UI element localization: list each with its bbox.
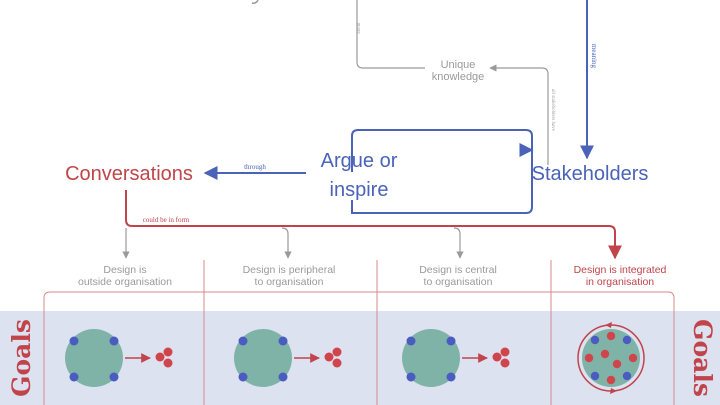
organisation-icon (402, 329, 510, 387)
red-dot (324, 352, 334, 362)
red-dot (612, 359, 622, 369)
edge-label-stakeholders-have: all stakeholders have (550, 89, 555, 132)
node-unique-knowledge-line1: Unique (441, 59, 476, 71)
edge-argue-stakeholders-loop (351, 129, 533, 214)
cycle-arrow-icon (605, 322, 612, 328)
organisation-circle (234, 329, 292, 387)
node-stakeholders: Stakeholders (532, 163, 649, 185)
red-dot (155, 352, 165, 362)
blue-dot (69, 336, 79, 346)
category-label-line2: to organisation (424, 276, 493, 288)
edge-label-through: through (244, 163, 266, 171)
red-dot (584, 353, 594, 363)
red-dot (332, 347, 342, 357)
red-dot (500, 358, 510, 368)
category-label-line1: Design is central (419, 264, 497, 276)
red-dot (163, 358, 173, 368)
blue-dot (109, 336, 119, 346)
blue-dot (446, 372, 456, 382)
node-unique-knowledge-line2: knowledge (432, 71, 485, 83)
red-dot (628, 353, 638, 363)
edge-label-about: about (357, 22, 362, 34)
edge-about (356, 0, 425, 69)
red-dot (600, 349, 610, 359)
red-dot (606, 375, 616, 385)
red-dot (492, 352, 502, 362)
red-dot (163, 347, 173, 357)
blue-dot (109, 372, 119, 382)
organisation-circle (65, 329, 123, 387)
blue-dot (278, 372, 288, 382)
edge-could-be-in-form (125, 190, 622, 260)
organisation-icon (577, 322, 645, 394)
blue-dot (69, 372, 79, 382)
blue-dot (238, 372, 248, 382)
goals-label-left: Goals (7, 319, 36, 397)
blue-dot (238, 336, 248, 346)
category-label-line1: Design is integrated (574, 264, 667, 276)
node-conversations: Conversations (65, 163, 193, 185)
blue-dot (406, 336, 416, 346)
category-label-line1: Design is peripheral (243, 264, 336, 276)
blue-dot (406, 372, 416, 382)
category-label-line2: outside organisation (78, 276, 172, 288)
blue-dot (590, 371, 600, 381)
red-dot (606, 331, 616, 341)
category-label-line2: in organisation (586, 276, 654, 288)
blue-dot (590, 335, 600, 345)
category-label-line2: to organisation (255, 276, 324, 288)
edge-label-meaning: meaning (590, 44, 598, 69)
goals-label-right: Goals (688, 319, 717, 397)
organisation-circle (402, 329, 460, 387)
blue-dot (446, 336, 456, 346)
cycle-arrow-icon (610, 388, 617, 394)
blue-dot (622, 371, 632, 381)
node-argue-or-inspire-line1: Argue or (321, 150, 398, 172)
category-frame (43, 291, 675, 405)
edge-label-could-be-in-form: could be in form (143, 216, 190, 224)
blue-dot (278, 336, 288, 346)
organisation-icon (65, 329, 173, 387)
red-dot (500, 347, 510, 357)
red-dot (332, 358, 342, 368)
category-label-line1: Design is (103, 264, 146, 276)
edge-stakeholders-have (489, 64, 549, 165)
node-argue-or-inspire-line2: inspire (330, 179, 389, 201)
blue-dot (622, 335, 632, 345)
organisation-icon (234, 329, 342, 387)
